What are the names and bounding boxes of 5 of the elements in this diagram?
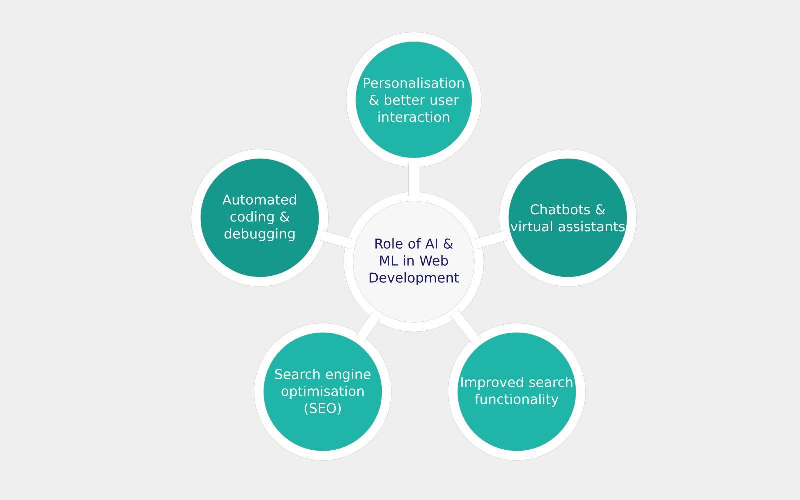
connector — [355, 312, 381, 342]
connector — [450, 310, 482, 346]
connector — [476, 230, 508, 250]
connector — [408, 163, 420, 196]
connector — [320, 230, 352, 250]
